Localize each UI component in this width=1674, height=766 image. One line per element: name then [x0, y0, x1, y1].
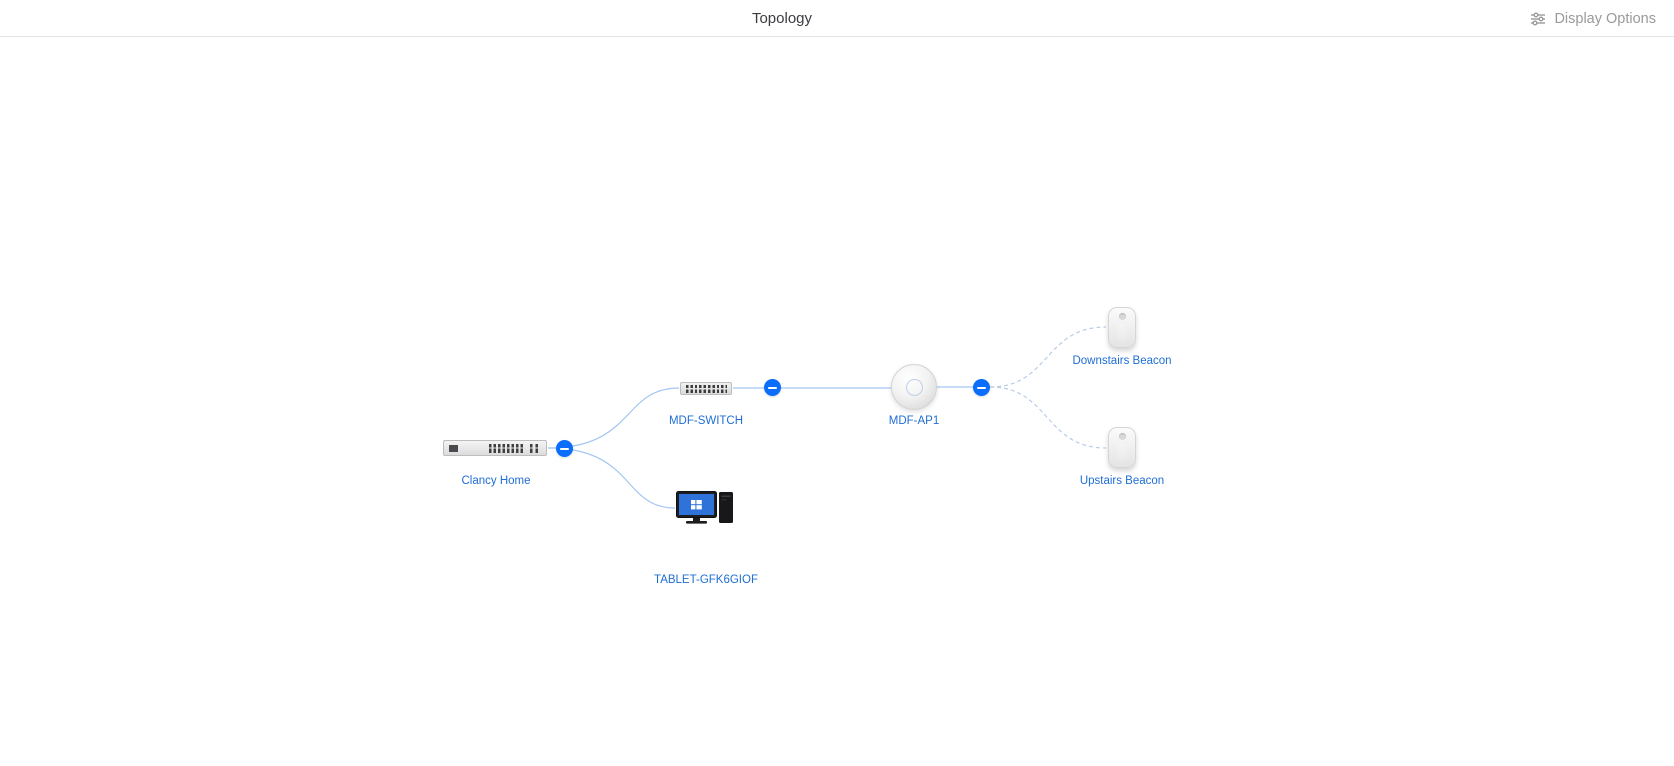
collapse-button-ap[interactable] [973, 379, 990, 396]
switch-device-icon[interactable] [680, 382, 732, 395]
node-label-beacon-upstairs[interactable]: Upstairs Beacon [1079, 475, 1165, 487]
link-ap-upstairs-beacon [989, 386, 1107, 449]
node-label-gateway[interactable]: Clancy Home [461, 475, 531, 487]
beacon-downstairs-device-icon[interactable] [1108, 307, 1136, 348]
collapse-button-gateway[interactable] [556, 440, 573, 457]
beacon-upstairs-device-icon[interactable] [1108, 427, 1136, 468]
node-label-beacon-downstairs[interactable]: Downstairs Beacon [1072, 355, 1172, 367]
page-title: Topology [751, 10, 813, 27]
node-label-client-pc[interactable]: TABLET-GFK6GIOF [654, 574, 758, 586]
access-point-device-icon[interactable] [891, 364, 937, 410]
link-gateway-tablet [547, 447, 676, 509]
header: Topology Display Options [0, 0, 1674, 37]
node-label-switch[interactable]: MDF-SWITCH [668, 415, 744, 427]
minus-icon [560, 447, 569, 450]
display-options-button[interactable]: Display Options [1526, 0, 1660, 37]
display-options-label: Display Options [1554, 10, 1656, 27]
gateway-ports-detail [489, 444, 525, 453]
switch-ports-detail [686, 385, 727, 393]
windows-logo-icon [691, 500, 702, 510]
minus-icon [977, 386, 986, 389]
collapse-button-switch-link[interactable] [764, 379, 781, 396]
gateway-device-icon[interactable] [443, 440, 547, 456]
gateway-uplink-ports-detail [530, 444, 541, 453]
topology-canvas[interactable]: Clancy Home MDF-SWITCH MDF-AP1 Downstair… [0, 38, 1674, 766]
sliders-icon [1531, 12, 1546, 25]
link-gateway-switch [547, 387, 680, 449]
client-pc-device-icon[interactable] [676, 491, 738, 525]
minus-icon [768, 386, 777, 389]
gateway-screen-detail [449, 445, 458, 452]
node-label-ap[interactable]: MDF-AP1 [888, 415, 940, 427]
